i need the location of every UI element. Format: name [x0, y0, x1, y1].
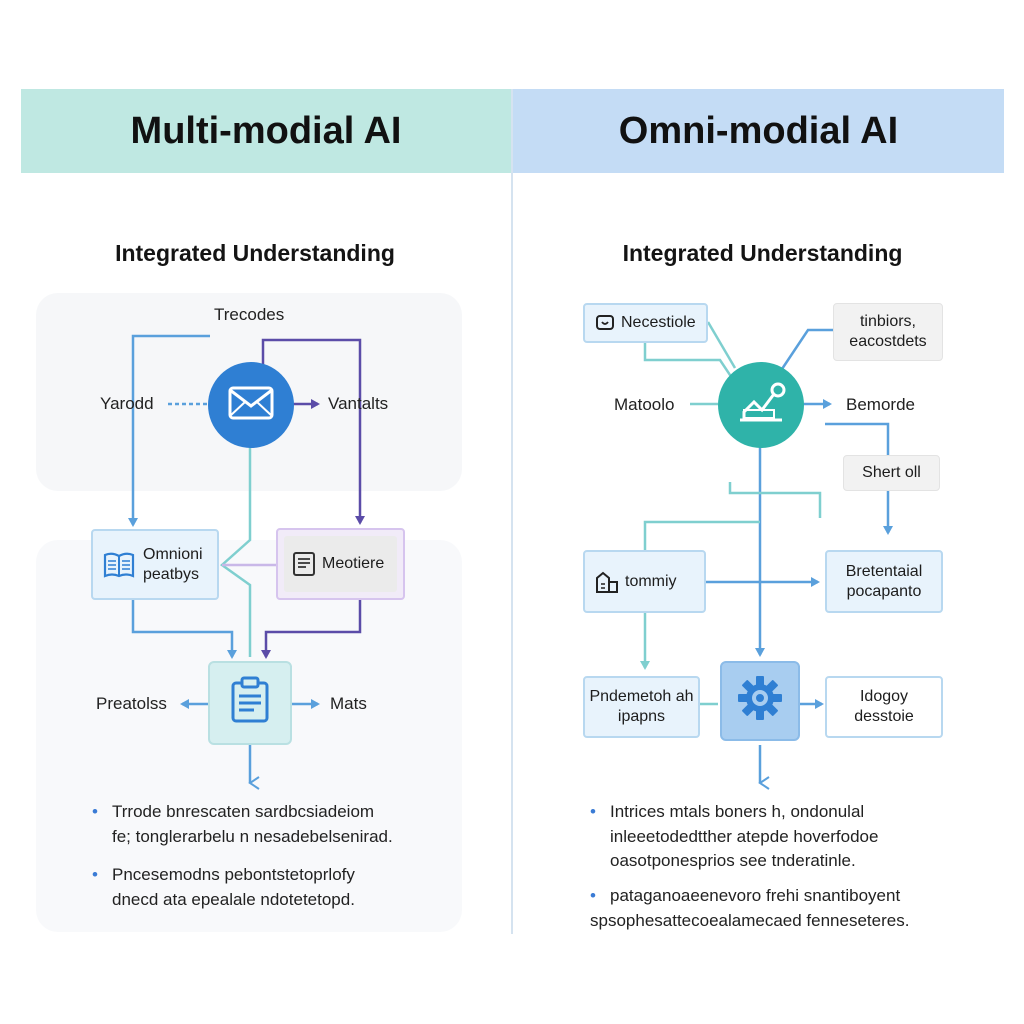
left-box-omnioni-line2: peatbys: [143, 565, 200, 583]
right-box-tommiy: tommiy: [583, 550, 706, 613]
right-box-tinbiors: tinbiors, eacostdets: [833, 303, 943, 361]
right-box-idogoy: Idogoy desstoie: [825, 676, 943, 738]
right-bottom-node: [720, 661, 800, 741]
right-box-bretentaial-line2: pocapanto: [846, 582, 922, 600]
left-panel-title: Multi-modial AI: [21, 89, 511, 173]
right-bullet-2-line1: pataganoaeenevoro frehi snantiboyent: [610, 885, 901, 905]
right-box-tinbiors-line1: tinbiors,: [859, 313, 916, 330]
left-bullet-2-line2: dnecd ata epealale ndotetetopd.: [112, 889, 355, 909]
right-subtitle: Integrated Understanding: [622, 240, 903, 266]
clipboard-icon: [228, 676, 272, 730]
building-icon: [595, 570, 619, 594]
right-box-necestiole-label: Necestiole: [621, 314, 696, 331]
right-bullet-list: Intrices mtals boners h, ondonulal inlee…: [590, 800, 1000, 943]
book-icon: [103, 551, 135, 579]
right-box-idogoy-line1: Idogoy: [859, 688, 909, 705]
chat-icon: [595, 314, 615, 332]
left-center-node: [208, 362, 294, 448]
panel-divider: [511, 89, 513, 934]
right-bullet-1-line1: Intrices mtals boners h, ondonulal: [610, 802, 865, 821]
left-label-left: Yarodd: [100, 394, 154, 413]
left-label-bottom-right: Mats: [330, 694, 367, 713]
gear-icon: [735, 673, 785, 729]
left-bullet-1-line2: fe; tonglerarbelu n nesadebelsenirad.: [112, 826, 393, 846]
left-bullet-1: Trrode bnrescaten sardbcsiadeiom fe; ton…: [92, 800, 462, 849]
right-box-tinbiors-line2: eacostdets: [849, 333, 927, 350]
right-box-shertoll-label: Shert oll: [862, 464, 921, 481]
right-box-shertoll: Shert oll: [843, 455, 940, 491]
right-panel-title: Omni-modial AI: [513, 89, 1004, 173]
right-bullet-1-line2: inleeetodedtther atepde hoverfodoe: [610, 826, 879, 846]
left-box-omnioni: Omnioni peatbys: [91, 529, 219, 600]
right-box-bretentaial-line1: Bretentaial: [845, 562, 923, 580]
left-label-bottom-left: Preatolss: [96, 694, 167, 713]
right-box-idogoy-line2: desstoie: [854, 708, 914, 725]
document-icon: [292, 551, 316, 577]
right-bullet-2: pataganoaeenevoro frehi snantiboyent sps…: [590, 884, 1000, 933]
left-label-right: Vantalts: [328, 394, 389, 413]
left-box-meotiere-label: Meotiere: [322, 555, 385, 572]
right-bullet-1-line3: oasotponesprios see tnderatinle.: [610, 851, 856, 871]
right-box-necestiole: Necestiole: [583, 303, 708, 343]
right-box-bretentaial: Bretentaial pocapanto: [825, 550, 943, 613]
left-bullet-1-line1: Trrode bnrescaten sardbcsiadeiom: [112, 802, 375, 821]
right-box-pndemetoh-line2: ipapns: [617, 708, 666, 725]
envelope-icon: [227, 385, 275, 426]
right-bullet-2-line2: spsophesattecoealamecaed fenneseteres.: [590, 910, 910, 930]
right-box-tommiy-label: tommiy: [625, 572, 677, 590]
right-label-right: Bemorde: [846, 395, 915, 414]
left-bullet-list: Trrode bnrescaten sardbcsiadeiom fe; ton…: [92, 800, 462, 923]
right-box-pndemetoh-line1: Pndemetoh ah: [589, 688, 694, 705]
left-subtitle: Integrated Understanding: [115, 240, 395, 266]
left-box-omnioni-line1: Omnioni: [143, 545, 203, 563]
left-bullet-2: Pncesemodns pebontstetoprlofy dnecd ata …: [92, 863, 462, 912]
right-label-left: Matoolo: [614, 395, 675, 414]
left-bullet-2-line1: Pncesemodns pebontstetoprlofy: [112, 865, 355, 885]
right-center-node: [718, 362, 804, 448]
left-label-top: Trecodes: [214, 305, 285, 324]
left-box-meotiere: Meotiere: [276, 528, 405, 600]
right-bullet-1: Intrices mtals boners h, ondonulal inlee…: [590, 800, 1000, 874]
left-bottom-node: [208, 661, 292, 745]
right-box-pndemetoh: Pndemetoh ah ipapns: [583, 676, 700, 738]
chart-icon: [734, 380, 788, 431]
